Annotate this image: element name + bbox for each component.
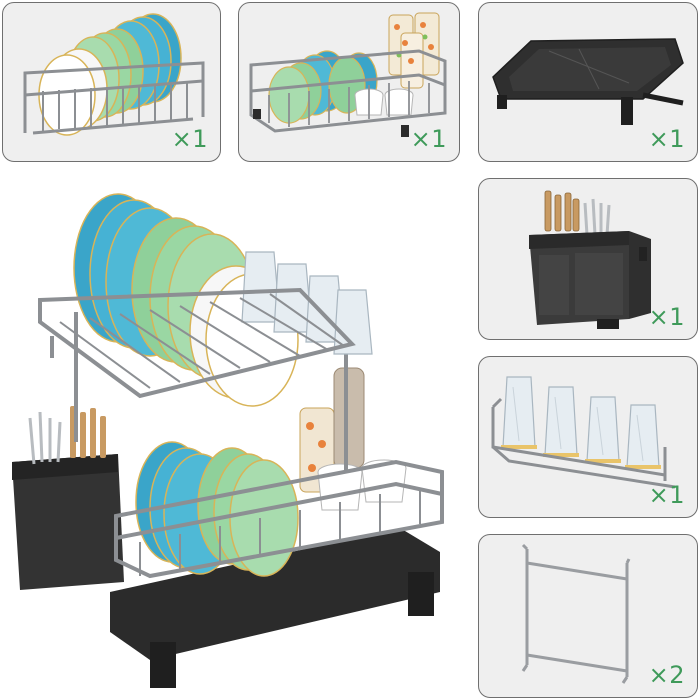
lower-basket-illustration	[249, 12, 447, 137]
quantity-label: ×1	[648, 481, 685, 509]
quantity-label: ×1	[648, 125, 685, 153]
part-panel-drain-board: ×1	[478, 2, 698, 162]
upper-plate-rack-illustration	[23, 13, 205, 136]
quantity-label: ×2	[648, 661, 685, 689]
quantity-label: ×1	[410, 125, 447, 153]
part-panel-lower-basket: ×1	[238, 2, 460, 162]
part-panel-upper-plate-rack: ×1	[2, 2, 221, 162]
part-panel-support-frame: ×2	[478, 534, 698, 698]
part-panel-cup-holder: ×1	[478, 356, 698, 518]
drain-board-illustration	[492, 38, 684, 125]
utensil-holder-illustration	[529, 190, 651, 329]
cup-holder-illustration	[491, 376, 676, 489]
part-panel-utensil-holder: ×1	[478, 178, 698, 340]
quantity-label: ×1	[171, 125, 208, 153]
quantity-label: ×1	[648, 303, 685, 331]
assembled-dish-rack-illustration	[12, 193, 444, 688]
support-frame-illustration	[521, 543, 631, 684]
